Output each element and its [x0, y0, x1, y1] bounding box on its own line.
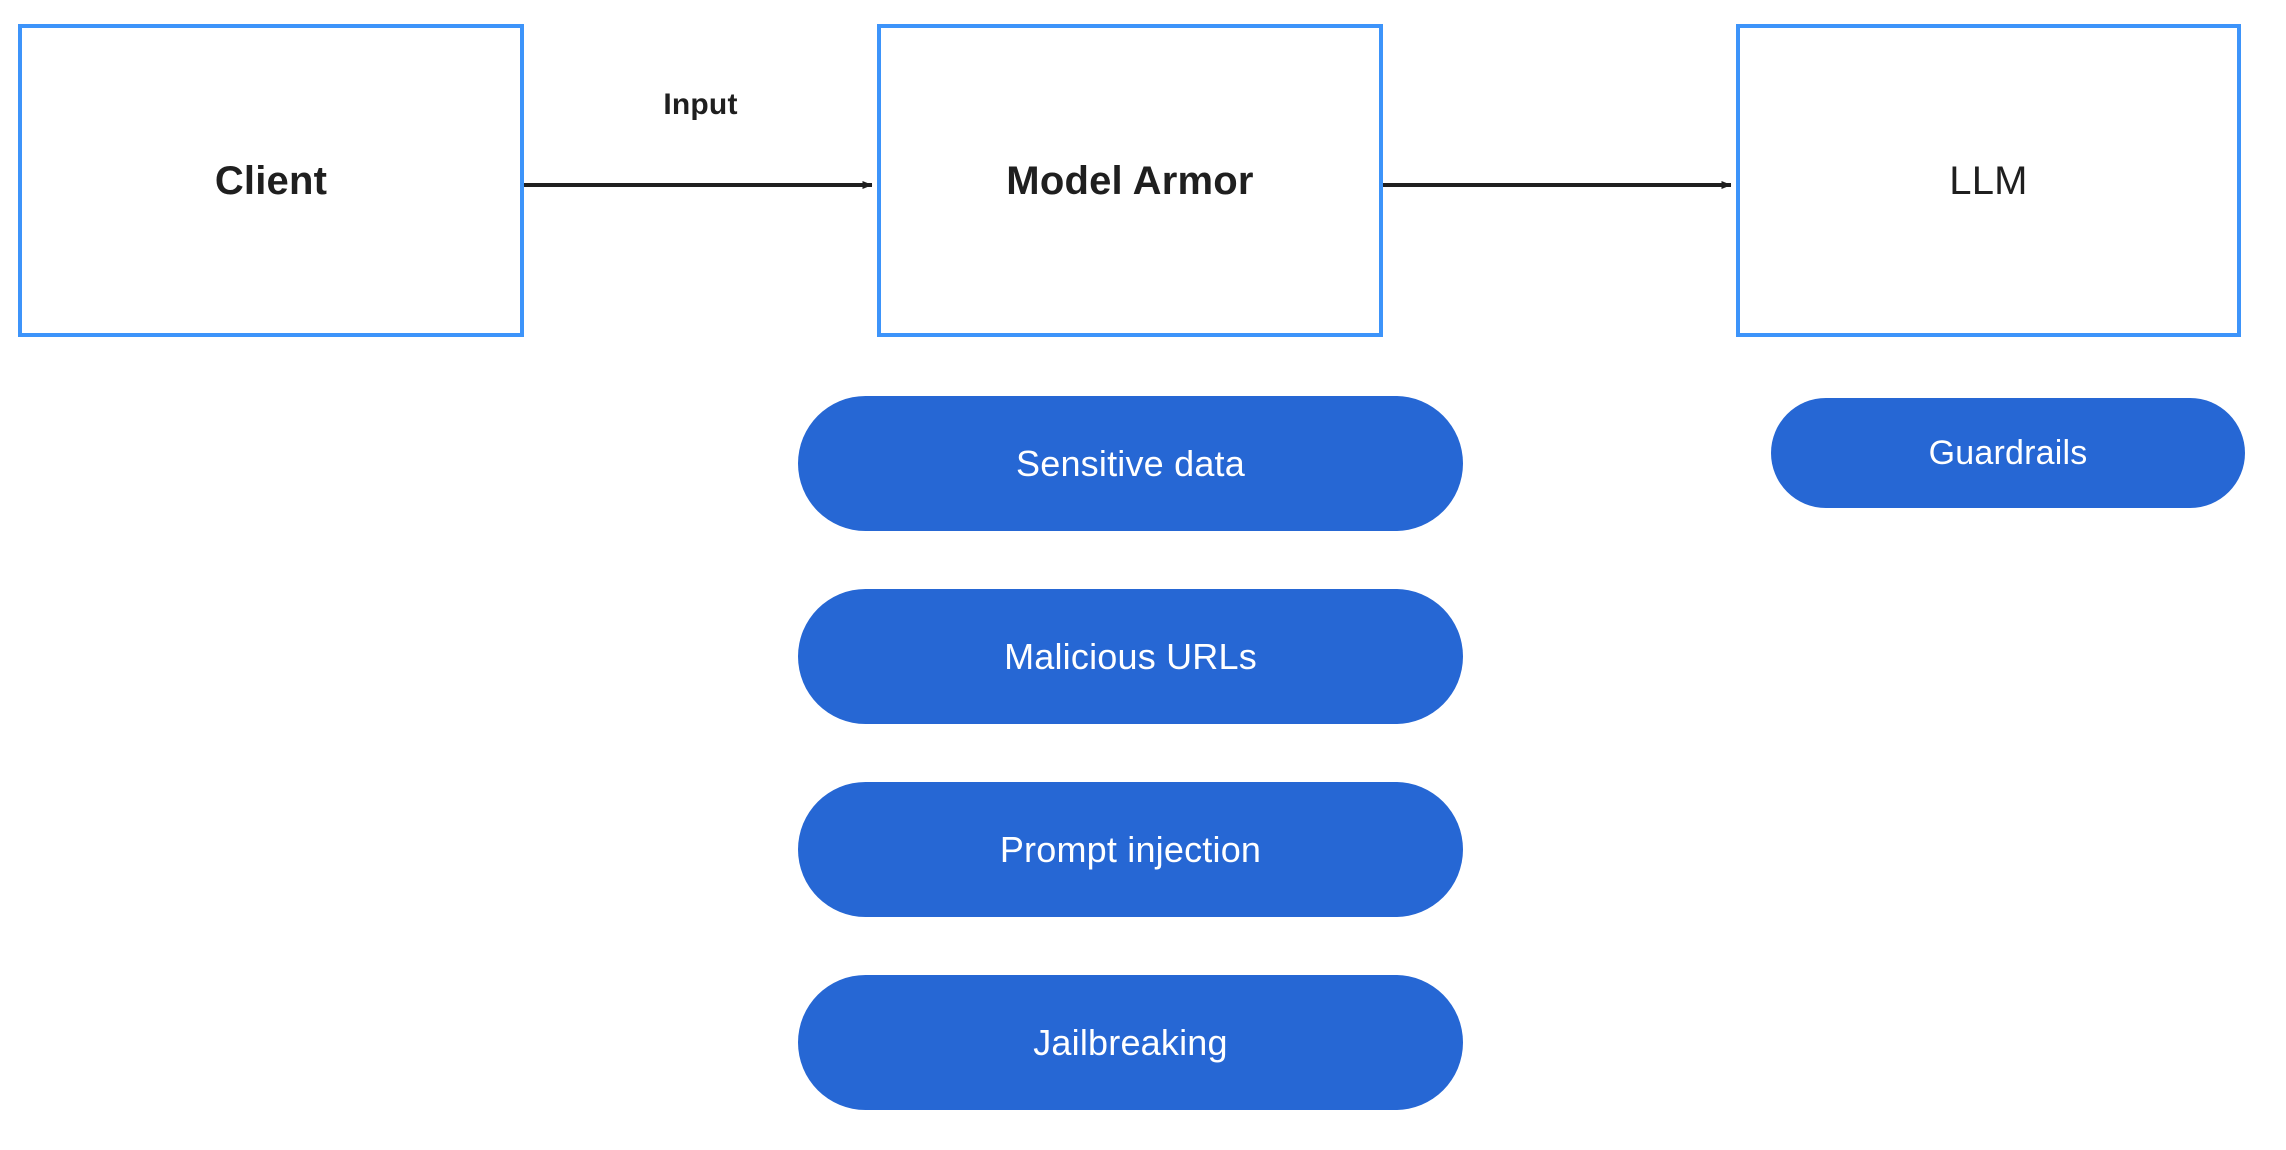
node-client[interactable]: Client: [18, 24, 524, 337]
pill-jailbreaking[interactable]: Jailbreaking: [798, 975, 1463, 1110]
pill-guardrails-label: Guardrails: [1928, 433, 2088, 472]
pill-prompt-injection[interactable]: Prompt injection: [798, 782, 1463, 917]
pill-jailbreaking-label: Jailbreaking: [1033, 1021, 1228, 1063]
node-model-armor[interactable]: Model Armor: [877, 24, 1383, 337]
node-client-label: Client: [214, 158, 328, 203]
node-model-armor-label: Model Armor: [1006, 158, 1254, 203]
pill-malicious-urls[interactable]: Malicious URLs: [798, 589, 1463, 724]
edge-label-input: Input: [663, 88, 738, 121]
pill-guardrails[interactable]: Guardrails: [1771, 398, 2245, 508]
pill-malicious-urls-label: Malicious URLs: [1004, 635, 1257, 677]
pill-sensitive-data-label: Sensitive data: [1016, 442, 1245, 484]
pill-sensitive-data[interactable]: Sensitive data: [798, 396, 1463, 531]
node-llm-label: LLM: [1949, 158, 2028, 203]
pill-prompt-injection-label: Prompt injection: [999, 828, 1262, 870]
node-llm[interactable]: LLM: [1736, 24, 2241, 337]
